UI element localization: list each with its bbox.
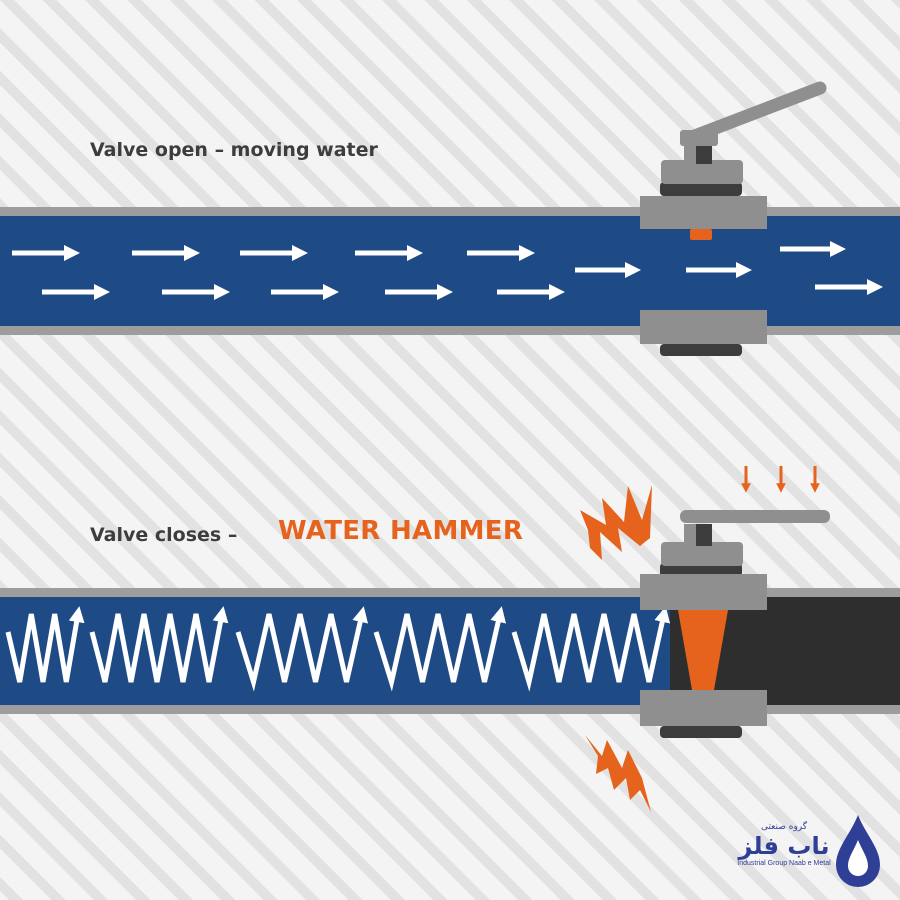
open-pipe: [0, 207, 900, 335]
valve-gate-closed: [678, 610, 728, 690]
shock-wave-icon: [89, 606, 229, 683]
open-valve: [640, 81, 827, 356]
valve-bonnet: [661, 542, 743, 566]
valve-stem: [696, 142, 712, 164]
pipe-wall-bottom: [0, 705, 900, 714]
pipe-wall-top: [0, 588, 900, 597]
valve-lever-closed: [680, 510, 830, 523]
valve-flange-top: [640, 574, 767, 610]
logo-name-fa: ناب فلز: [738, 832, 830, 860]
flow-arrows: [12, 240, 884, 301]
company-logo: [836, 815, 880, 887]
shock-wave-icon: [235, 606, 369, 692]
valve-nut: [660, 182, 742, 196]
valve-base-nut: [660, 344, 742, 356]
pressure-sparks: [580, 485, 652, 812]
down-arrows: [741, 466, 820, 493]
valve-stem: [696, 524, 712, 546]
water-flow: [0, 216, 900, 326]
valve-closes-caption: Valve closes –: [90, 524, 238, 546]
company-logo-text: گروه صنعتی ناب فلز Industrial Group Naab…: [728, 822, 840, 867]
valve-flange-bottom: [640, 690, 767, 726]
valve-base-nut: [660, 726, 742, 738]
valve-flange-bottom: [640, 310, 767, 344]
valve-open-caption: Valve open – moving water: [90, 139, 378, 161]
shock-wave-icon: [511, 606, 671, 692]
logo-name-en: Industrial Group Naab e Metal: [737, 860, 831, 867]
water-pressure-zone: [0, 597, 670, 705]
pipe-wall-top: [0, 207, 900, 216]
valve-bonnet: [661, 160, 743, 184]
valve-flange-top: [640, 196, 767, 229]
closed-valve: [640, 510, 830, 738]
water-drop-inner: [848, 840, 868, 876]
logo-subtitle-fa: گروه صنعتی: [760, 822, 808, 832]
shock-waves: [5, 606, 671, 692]
shock-wave-icon: [5, 606, 85, 683]
valve-nut: [660, 563, 742, 577]
pressure-spark-icon: [580, 485, 652, 560]
valve-gate-open: [690, 229, 712, 240]
pressure-spark-icon: [585, 735, 651, 812]
water-hammer-title: WATER HAMMER: [278, 516, 524, 546]
valve-lever-open: [685, 81, 827, 144]
pipe-wall-bottom: [0, 326, 900, 335]
shock-wave-icon: [373, 606, 507, 692]
